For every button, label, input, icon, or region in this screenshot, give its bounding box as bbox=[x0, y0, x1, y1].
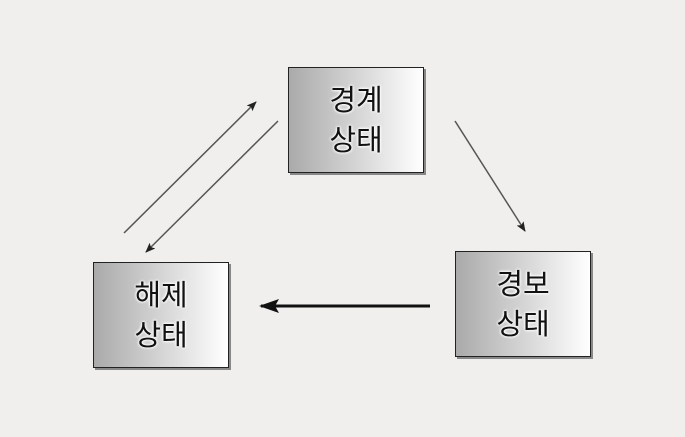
state-alert-box: 경계 상태 bbox=[288, 67, 424, 173]
state-release-box: 해제 상태 bbox=[93, 262, 229, 368]
state-label: 상태 bbox=[496, 307, 550, 341]
arrow-alert-to-alarm bbox=[454, 120, 526, 232]
arrow-alert-to-release bbox=[145, 120, 279, 253]
state-label: 해제 bbox=[134, 278, 188, 312]
state-alarm-box: 경보 상태 bbox=[455, 251, 591, 357]
state-label: 경계 bbox=[329, 83, 383, 117]
arrow-release-to-alert bbox=[123, 101, 257, 234]
state-label: 경보 bbox=[496, 267, 550, 301]
state-label: 상태 bbox=[134, 318, 188, 352]
state-label: 상태 bbox=[329, 123, 383, 157]
